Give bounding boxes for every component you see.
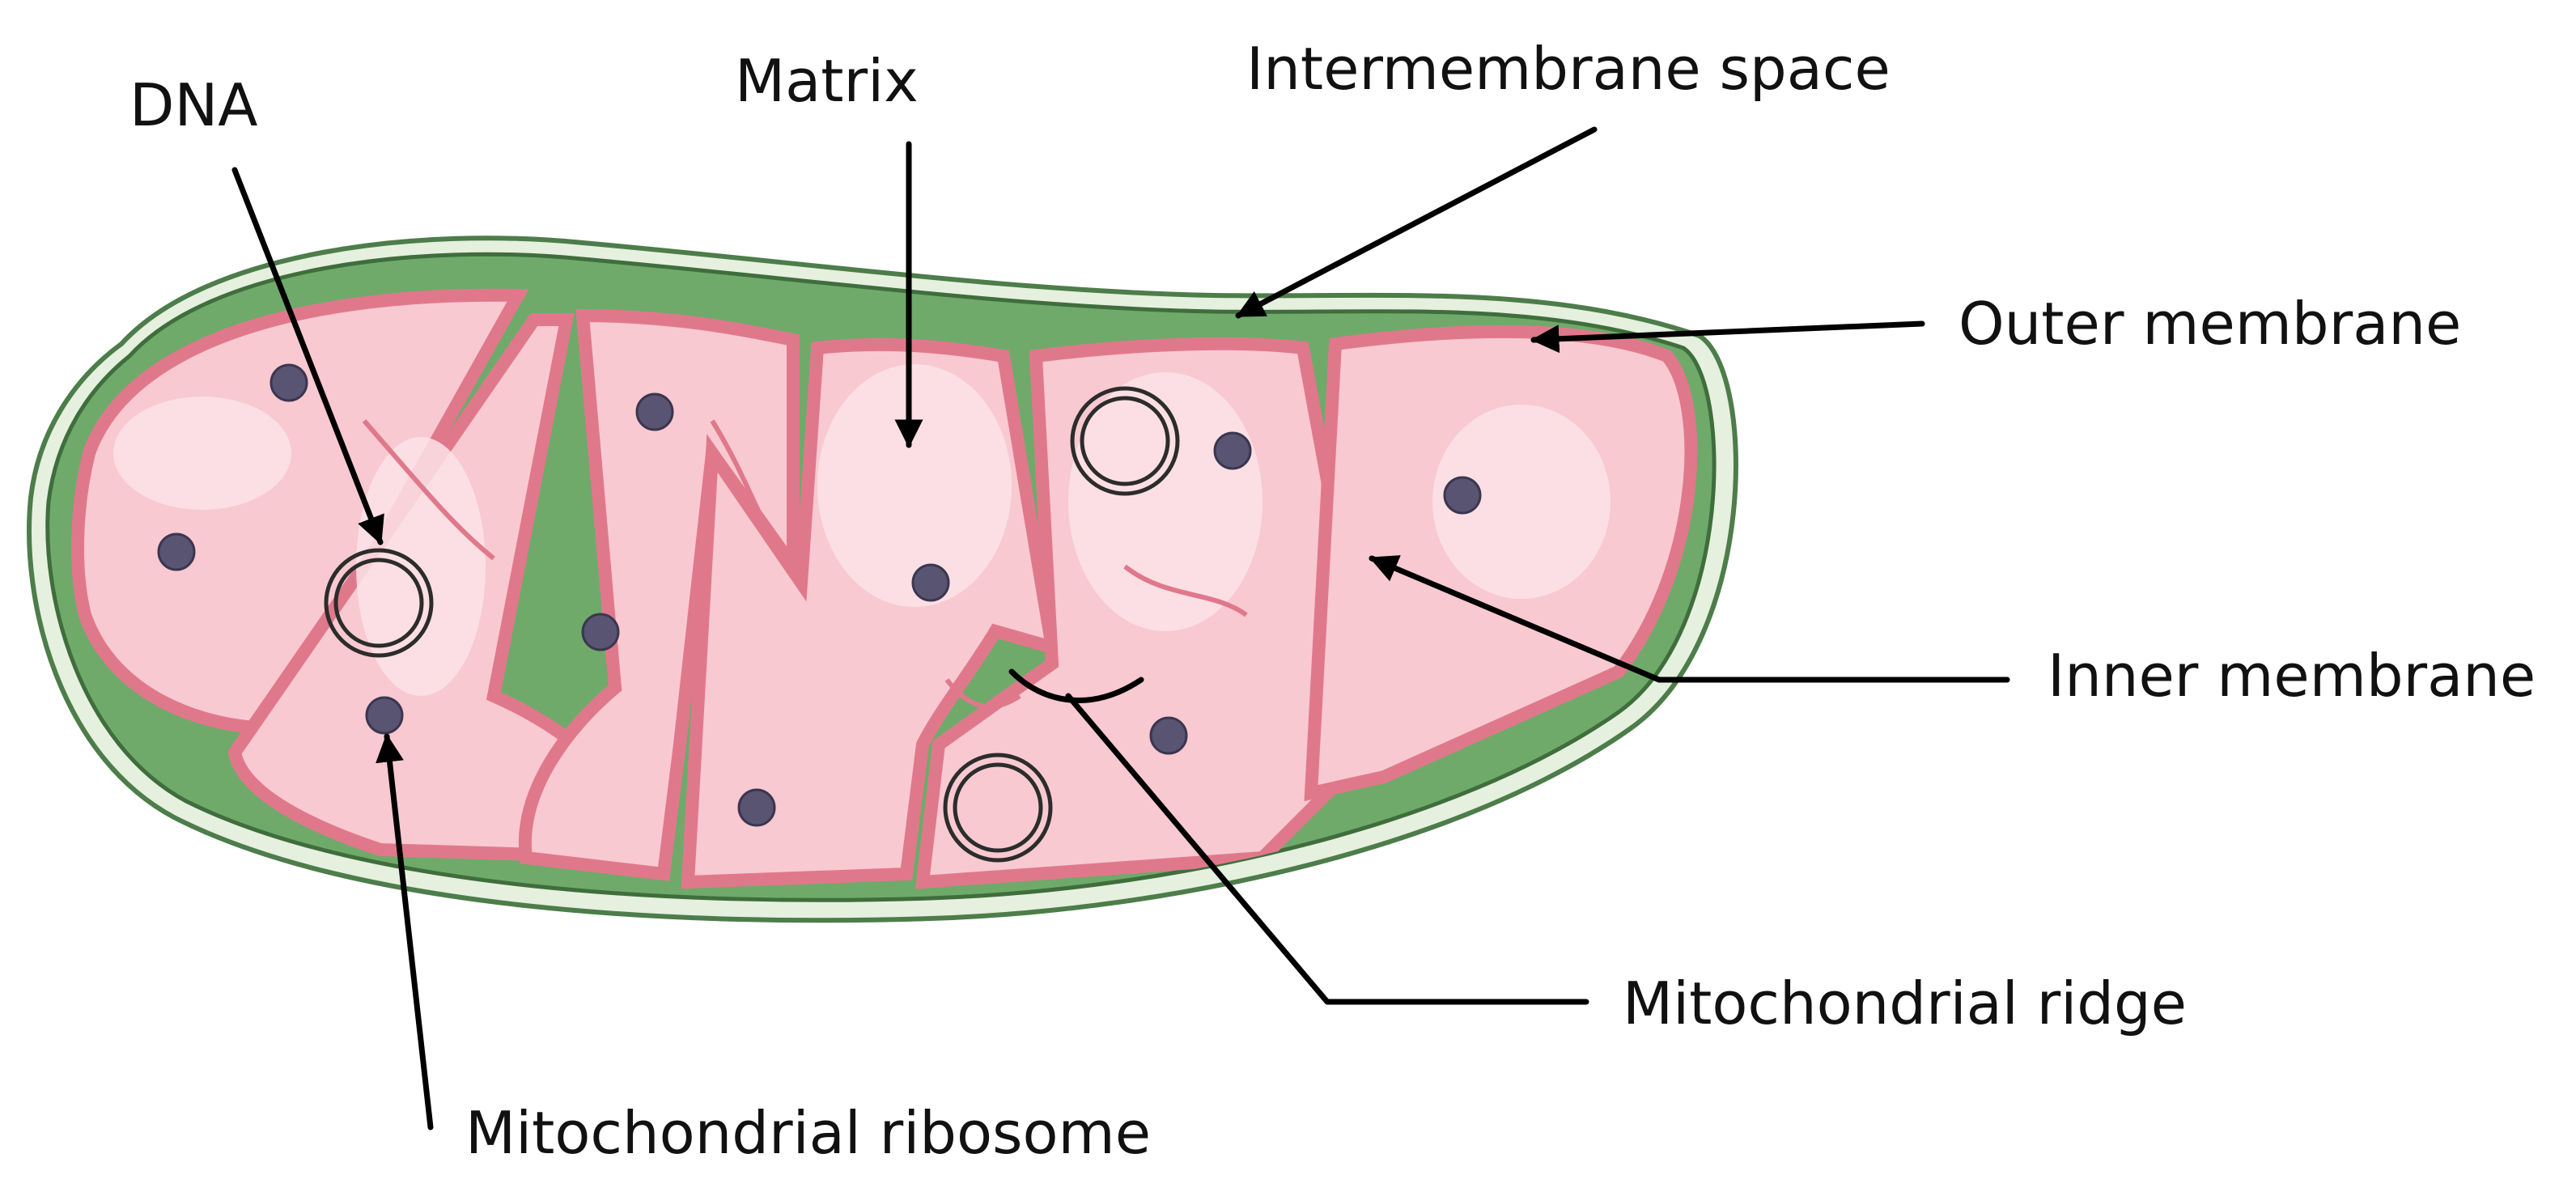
ribosome: [737, 788, 776, 827]
ribosome: [1149, 716, 1188, 755]
inner-membrane-leader: [1369, 555, 2010, 683]
dna-ring-3: [943, 753, 1053, 863]
mitochondrial-ribosome-leader: [376, 733, 434, 1130]
intermembrane-space-leader: [1235, 126, 1598, 319]
dna-ring-1: [324, 548, 434, 658]
dna-ring-2: [1070, 386, 1180, 496]
ribosome: [365, 696, 404, 735]
labels: DNA Matrix Intermembrane space Outer mem…: [129, 35, 2536, 1167]
leader-lines: [231, 126, 2010, 1130]
ribosome: [1443, 476, 1482, 515]
ribosome: [911, 563, 950, 602]
ribosome: [581, 613, 620, 651]
label-intermembrane-space: Intermembrane space: [1246, 35, 1891, 103]
ribosome: [1213, 431, 1252, 470]
cristae-folds: [362, 419, 1248, 709]
dna-leader: [231, 167, 384, 545]
matrix-chamber-3: [518, 308, 800, 881]
inner-membrane-compartments: [70, 288, 1698, 889]
ribosome: [269, 363, 308, 402]
ribosomes: [157, 363, 1482, 827]
ribosome: [157, 532, 196, 571]
mitochondrial-ridge-leader: [1065, 693, 1589, 1005]
mitochondrion-body: [27, 235, 1738, 923]
ridge-mark: [1008, 668, 1144, 703]
label-outer-membrane: Outer membrane: [1959, 290, 2461, 358]
label-dna: DNA: [129, 71, 258, 139]
label-mitochondrial-ridge: Mitochondrial ridge: [1623, 969, 2187, 1037]
matrix-highlights: [113, 364, 1611, 696]
label-inner-membrane: Inner membrane: [2048, 642, 2536, 710]
outer-membrane-leader: [1530, 320, 1925, 354]
ribosome: [635, 392, 674, 431]
label-matrix: Matrix: [735, 47, 919, 115]
label-mitochondrial-ribosome: Mitochondrial ribosome: [465, 1099, 1151, 1167]
